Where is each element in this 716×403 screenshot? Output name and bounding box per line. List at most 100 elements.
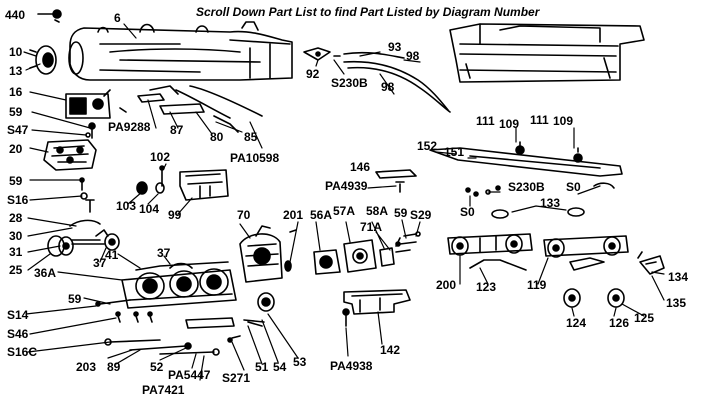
part-label[interactable]: PA4939 — [325, 179, 368, 193]
part-label[interactable]: 6 — [114, 11, 121, 25]
part-label[interactable]: 134 — [668, 270, 689, 284]
part-label[interactable]: 41 — [105, 248, 119, 262]
part-label[interactable]: 123 — [476, 280, 497, 294]
part-label[interactable]: 119 — [527, 278, 547, 292]
part-label[interactable]: S14 — [7, 308, 29, 322]
part-10-13-lens — [29, 45, 57, 75]
part-92-93-98-wires — [303, 47, 451, 113]
part-label[interactable]: S230B — [508, 180, 545, 194]
part-440-drawing — [37, 9, 62, 23]
part-label[interactable]: 111 — [530, 113, 549, 127]
part-20-casting — [43, 139, 97, 171]
part-label[interactable]: 51 — [255, 360, 269, 374]
part-label[interactable]: 54 — [273, 360, 287, 374]
part-label[interactable]: 142 — [380, 343, 401, 357]
part-142-PA4938 — [342, 289, 411, 327]
part-label[interactable]: S16C — [7, 345, 38, 359]
part-label[interactable]: 59 — [68, 292, 82, 306]
part-70-motor — [239, 225, 283, 283]
part-201-spring — [284, 229, 297, 272]
part-label[interactable]: 58A — [366, 204, 389, 218]
part-label[interactable]: S47 — [7, 123, 29, 137]
part-label[interactable]: PA10598 — [230, 151, 280, 165]
part-label[interactable]: 103 — [116, 199, 137, 213]
part-label[interactable]: 135 — [666, 296, 687, 310]
part-label[interactable]: 89 — [107, 360, 121, 374]
bottom-left-rods — [95, 299, 241, 356]
small-parts-S0-133 — [465, 182, 615, 219]
part-label[interactable]: 87 — [170, 123, 184, 137]
part-label[interactable]: 13 — [9, 64, 23, 78]
part-label[interactable]: 10 — [9, 45, 23, 59]
tender-body — [449, 23, 645, 83]
part-label[interactable]: 124 — [566, 316, 587, 330]
part-134-135-coupler — [637, 251, 665, 275]
part-label[interactable]: 99 — [168, 208, 182, 222]
part-label[interactable]: 20 — [9, 142, 23, 156]
part-53-54 — [243, 292, 275, 327]
part-label[interactable]: 133 — [540, 196, 561, 210]
part-label[interactable]: S46 — [7, 327, 29, 341]
leader-lines — [23, 23, 665, 381]
part-119-truck — [543, 235, 629, 271]
part-label[interactable]: S16 — [7, 193, 29, 207]
part-label[interactable]: 200 — [436, 278, 457, 292]
part-label[interactable]: 28 — [9, 211, 23, 225]
part-label[interactable]: 57A — [333, 204, 356, 218]
part-label[interactable]: 126 — [609, 316, 630, 330]
part-label[interactable]: S29 — [410, 208, 432, 222]
part-label[interactable]: S271 — [222, 371, 251, 385]
part-label[interactable]: 109 — [499, 117, 520, 131]
part-label[interactable]: S0 — [566, 180, 581, 194]
part-label[interactable]: 25 — [9, 263, 23, 277]
part-200-truck — [447, 233, 533, 256]
part-label[interactable]: 36A — [34, 266, 57, 280]
part-label[interactable]: 111 — [476, 114, 495, 128]
part-label[interactable]: 31 — [9, 245, 23, 259]
part-label[interactable]: 70 — [237, 208, 251, 222]
part-label[interactable]: S230B — [331, 76, 368, 90]
part-label[interactable]: 59 — [9, 105, 23, 119]
part-label[interactable]: 102 — [150, 150, 171, 164]
part-label[interactable]: 30 — [9, 229, 23, 243]
part-99-102-104 — [136, 165, 229, 201]
part-label[interactable]: 37 — [93, 256, 107, 270]
part-label[interactable]: PA5447 — [168, 368, 211, 382]
wheels-124-126 — [563, 288, 625, 308]
part-label[interactable]: 98 — [381, 80, 395, 94]
part-label[interactable]: 52 — [150, 360, 164, 374]
part-123-bolster — [469, 259, 527, 271]
part-label[interactable]: 125 — [634, 311, 655, 325]
part-label[interactable]: 92 — [306, 67, 320, 81]
part-label[interactable]: PA7421 — [142, 383, 185, 397]
part-label[interactable]: 151 — [444, 145, 465, 159]
part-label[interactable]: S0 — [460, 205, 475, 219]
part-label[interactable]: 80 — [210, 130, 224, 144]
part-16-smoke-unit — [65, 89, 111, 119]
part-label[interactable]: 146 — [350, 160, 371, 174]
diagram-header: Scroll Down Part List to find Part Liste… — [196, 5, 540, 19]
part-label[interactable]: 53 — [293, 355, 307, 369]
part-label[interactable]: 56A — [310, 208, 333, 222]
part-label[interactable]: 16 — [9, 85, 23, 99]
linkage-87-80-85 — [119, 85, 263, 133]
part-label[interactable]: PA4938 — [330, 359, 373, 373]
part-label[interactable]: 59 — [9, 174, 23, 188]
part-label[interactable]: 71A — [360, 220, 383, 234]
part-label[interactable]: 37 — [157, 246, 171, 260]
part-label[interactable]: 85 — [244, 130, 258, 144]
tender-frame-152-151 — [375, 141, 623, 193]
part-label[interactable]: 59 — [394, 206, 408, 220]
part-label[interactable]: 201 — [283, 208, 304, 222]
part-label[interactable]: 93 — [388, 40, 402, 54]
part-label[interactable]: 152 — [417, 139, 438, 153]
part-label[interactable]: 440 — [5, 8, 26, 22]
part-label[interactable]: PA9288 — [108, 120, 151, 134]
part-label[interactable]: 98 — [406, 49, 420, 63]
part-label[interactable]: 104 — [139, 202, 160, 216]
part-label[interactable]: 109 — [553, 114, 574, 128]
part-36A-41-37-drivers — [121, 261, 237, 309]
part-label[interactable]: 203 — [76, 360, 97, 374]
